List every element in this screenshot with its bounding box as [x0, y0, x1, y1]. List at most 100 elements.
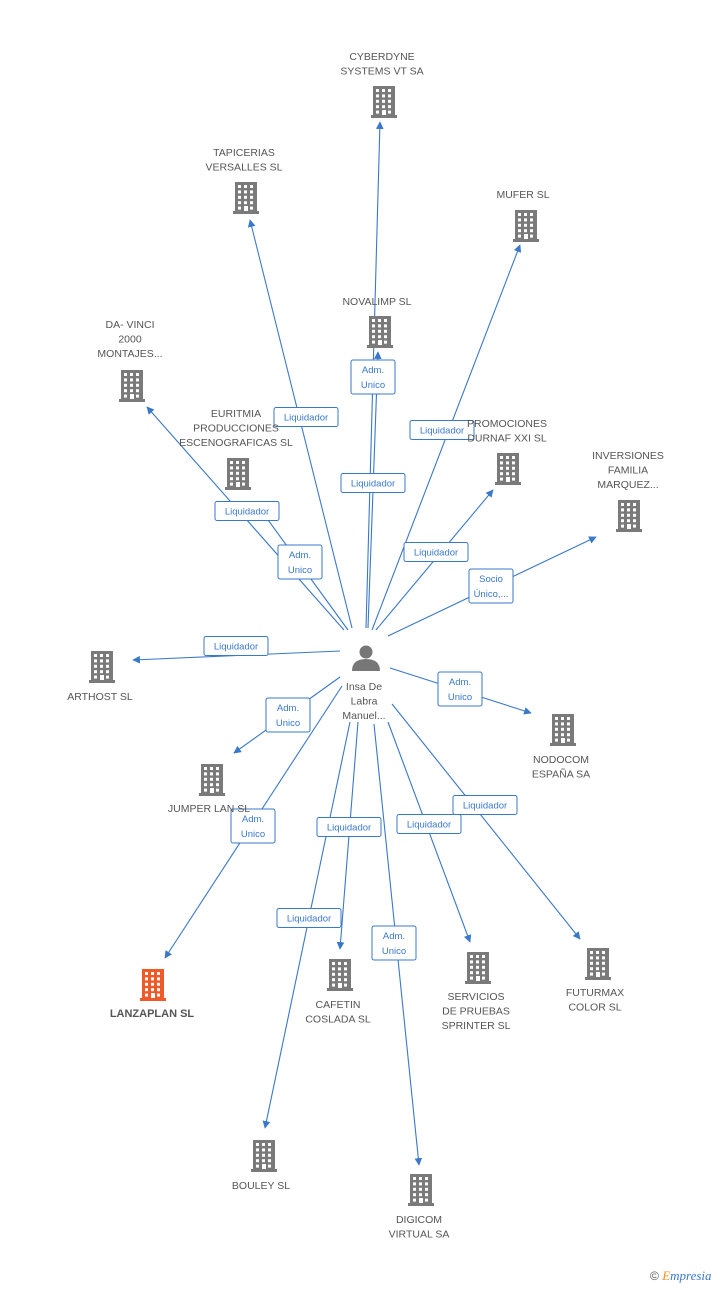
node-label-mufer: MUFER SL: [496, 189, 549, 201]
node-jumper[interactable]: JUMPER LAN SL: [168, 764, 250, 815]
edge-label-lanzaplan[interactable]: Adm.Unico: [230, 808, 276, 844]
edge-label-arthost[interactable]: Liquidador: [203, 636, 269, 656]
edge-label-box: [396, 814, 462, 834]
edge-label-futurmax[interactable]: Liquidador: [452, 795, 518, 815]
empresia-logo: Empresia: [662, 1268, 712, 1283]
edge-label-euritmia[interactable]: Adm.Unico: [277, 544, 323, 580]
edge-label-davinci[interactable]: Liquidador: [214, 501, 280, 521]
edge-label-tapicerias[interactable]: Liquidador: [273, 407, 339, 427]
edge-label-text-jumper: Adm.Unico: [276, 703, 300, 729]
edge-label-box: [316, 817, 382, 837]
building-icon: [119, 370, 145, 402]
edge-label-text-digicom: Adm.Unico: [382, 931, 406, 957]
node-novalimp[interactable]: NOVALIMP SL: [342, 296, 412, 348]
edge-label-text-cyberdyne: Liquidador: [351, 479, 395, 490]
edge-label-text-tapicerias: Liquidador: [284, 413, 328, 424]
edge-label-promociones[interactable]: Liquidador: [403, 542, 469, 562]
edge-label-box: [371, 925, 417, 961]
building-icon: [371, 86, 397, 118]
edge-label-bouley[interactable]: Liquidador: [276, 908, 342, 928]
building-icon: [550, 714, 576, 746]
node-label-bouley: BOULEY SL: [232, 1180, 290, 1192]
building-icon: [225, 458, 251, 490]
footer-brand[interactable]: © Empresia: [650, 1268, 712, 1284]
edge-label-text-novalimp: Adm.Unico: [361, 365, 385, 391]
node-mufer[interactable]: MUFER SL: [496, 189, 550, 242]
edge-label-text-arthost: Liquidador: [214, 642, 258, 653]
building-icon: [408, 1174, 434, 1206]
edge-label-text-lanzaplan: Adm.Unico: [241, 814, 265, 840]
edge-label-jumper[interactable]: Adm.Unico: [265, 697, 311, 733]
edge-label-text-euritmia: Adm.Unico: [288, 550, 312, 576]
node-label-novalimp: NOVALIMP SL: [342, 296, 411, 308]
edge-label-box: [403, 542, 469, 562]
building-icon: [367, 316, 393, 348]
edge-label-servicios[interactable]: Liquidador: [396, 814, 462, 834]
edge-futurmax: [391, 703, 581, 940]
edge-label-novalimp[interactable]: Adm.Unico: [350, 359, 396, 395]
building-icon: [251, 1140, 277, 1172]
edge-label-nodocom[interactable]: Adm.Unico: [437, 671, 483, 707]
building-icon: [89, 651, 115, 683]
node-label-arthost: ARTHOST SL: [67, 691, 133, 703]
edge-label-box: [409, 420, 475, 440]
person-icon: [352, 645, 380, 671]
edge-label-cyberdyne[interactable]: Liquidador: [340, 473, 406, 493]
edge-label-box: [340, 473, 406, 493]
edge-label-text-futurmax: Liquidador: [463, 801, 507, 812]
node-bouley[interactable]: BOULEY SL: [232, 1140, 290, 1192]
edge-label-digicom[interactable]: Adm.Unico: [371, 925, 417, 961]
node-label-jumper: JUMPER LAN SL: [168, 803, 250, 815]
edge-label-box: [452, 795, 518, 815]
edge-label-cafetin[interactable]: Liquidador: [316, 817, 382, 837]
edges-layer: [132, 121, 597, 1166]
edge-label-text-cafetin: Liquidador: [327, 823, 371, 834]
edge-label-text-nodocom: Adm.Unico: [448, 677, 472, 703]
edge-label-text-bouley: Liquidador: [287, 914, 331, 925]
building-icon: [465, 952, 491, 984]
edge-label-box: [214, 501, 280, 521]
edge-label-box: [230, 808, 276, 844]
node-label-lanzaplan: LANZAPLAN SL: [110, 1008, 195, 1020]
node-arthost[interactable]: ARTHOST SL: [67, 651, 133, 703]
building-icon: [140, 969, 166, 1001]
edge-label-box: [273, 407, 339, 427]
edge-label-box: [265, 697, 311, 733]
building-icon: [233, 182, 259, 214]
node-lanzaplan[interactable]: LANZAPLAN SL: [110, 969, 195, 1020]
edge-label-text-servicios: Liquidador: [407, 820, 451, 831]
edge-labels-layer: LiquidadorLiquidadorLiquidadorAdm.UnicoL…: [203, 359, 518, 961]
edge-label-box: [350, 359, 396, 395]
building-icon: [327, 959, 353, 991]
building-icon: [199, 764, 225, 796]
copyright-symbol: ©: [650, 1269, 659, 1283]
edge-label-box: [203, 636, 269, 656]
edge-label-mufer[interactable]: Liquidador: [409, 420, 475, 440]
edge-label-text-davinci: Liquidador: [225, 507, 269, 518]
edge-label-box: [277, 544, 323, 580]
edge-label-text-promociones: Liquidador: [414, 548, 458, 559]
